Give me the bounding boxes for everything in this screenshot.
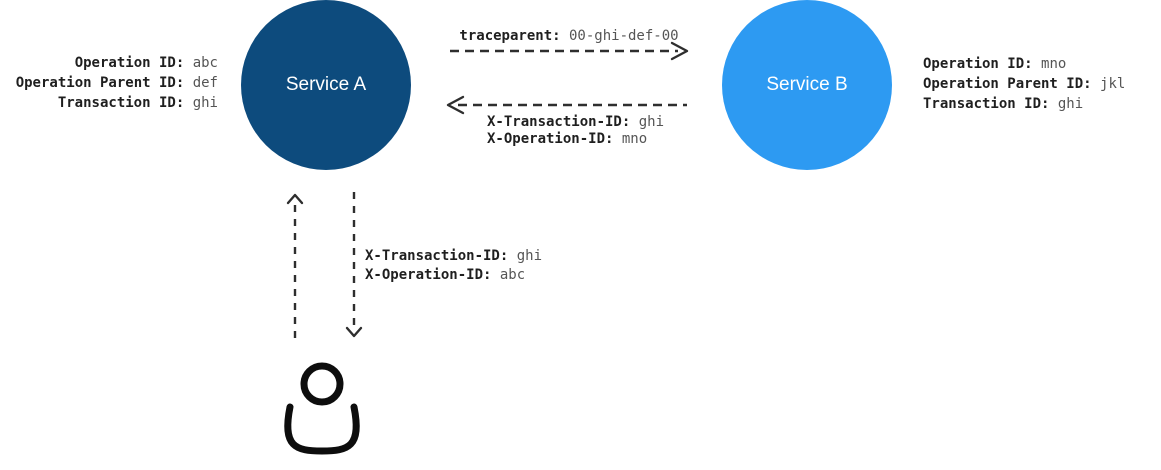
info-label: Transaction ID: (57, 95, 185, 111)
info-line: Transaction ID: ghi (16, 93, 218, 113)
info-label: Operation ID: (923, 56, 1033, 72)
header-value: abc (499, 267, 526, 283)
service-b-node: Service B (722, 0, 892, 170)
header-label: X-Operation-ID: (487, 131, 614, 147)
info-line: Operation Parent ID: jkl (923, 74, 1125, 94)
info-value: jkl (1100, 76, 1126, 92)
info-value: abc (192, 55, 218, 71)
response-arrow-labels: X-Transaction-ID: ghi X-Operation-ID: mn… (487, 114, 664, 148)
response-dashed-arrow-icon (446, 95, 687, 115)
request-dashed-arrow-icon (450, 41, 689, 61)
service-a-label: Service A (285, 74, 367, 95)
service-b-info-block: Operation ID: mno Operation Parent ID: j… (923, 54, 1125, 114)
header-line: X-Operation-ID: abc (365, 266, 542, 285)
info-label: Transaction ID: (923, 96, 1050, 112)
header-value: ghi (516, 248, 543, 264)
info-line: Transaction ID: ghi (923, 94, 1125, 114)
service-a-to-user-arrow-icon (345, 192, 363, 338)
info-value: mno (1041, 56, 1067, 72)
header-value: ghi (638, 114, 665, 130)
header-value: 00-ghi-def-00 (569, 28, 679, 44)
user-exchange-labels: X-Transaction-ID: ghi X-Operation-ID: ab… (365, 247, 542, 285)
info-line: Operation ID: mno (923, 54, 1125, 74)
service-b-label: Service B (766, 74, 848, 95)
header-line: X-Transaction-ID: ghi (365, 247, 542, 266)
info-label: Operation Parent ID: (15, 75, 185, 91)
info-label: Operation ID: (74, 55, 185, 71)
header-label: X-Transaction-ID: (487, 114, 631, 130)
user-to-service-a-arrow-icon (286, 193, 304, 342)
info-label: Operation Parent ID: (923, 76, 1092, 92)
header-label: X-Operation-ID: (365, 267, 492, 283)
header-label: X-Transaction-ID: (365, 248, 509, 264)
service-a-node: Service A (241, 0, 411, 170)
info-line: Operation ID: abc (16, 53, 218, 73)
info-value: ghi (1057, 96, 1084, 112)
header-line: X-Operation-ID: mno (487, 131, 664, 148)
header-value: mno (621, 131, 648, 147)
header-line: X-Transaction-ID: ghi (487, 114, 664, 131)
info-value: ghi (192, 95, 218, 111)
info-line: Operation Parent ID: def (16, 73, 218, 93)
request-arrow-label: traceparent: 00-ghi-def-00 (450, 28, 688, 44)
header-label: traceparent: (459, 28, 561, 44)
person-icon (284, 362, 360, 455)
service-a-info-block: Operation ID: abc Operation Parent ID: d… (16, 53, 218, 113)
info-value: def (192, 75, 218, 91)
